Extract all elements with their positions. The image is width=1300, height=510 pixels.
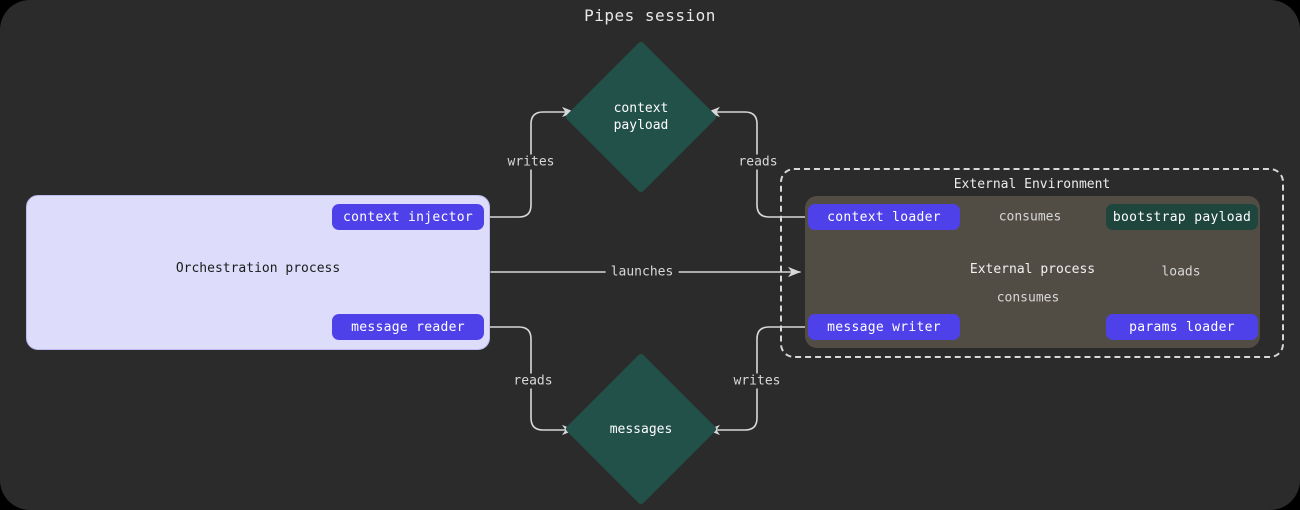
node-message-writer[interactable]: message writer: [808, 314, 960, 340]
node-context-injector[interactable]: context injector: [332, 204, 484, 230]
orchestration-process-label: Orchestration process: [175, 261, 341, 276]
node-context-loader[interactable]: context loader: [808, 204, 960, 230]
node-messages[interactable]: messages: [564, 352, 718, 506]
edge-label-launches: launches: [605, 264, 679, 280]
diamond-shape: [564, 352, 718, 506]
edge-label-consumes-writer: consumes: [991, 290, 1065, 306]
diamond-shape: [564, 40, 718, 194]
edge-label-loads-params: loads: [1156, 264, 1206, 280]
external-process-label: External process: [969, 262, 1096, 277]
node-params-loader[interactable]: params loader: [1106, 314, 1258, 340]
edge-label-writes-messages: writes: [728, 373, 786, 389]
edge-label-writes-context: writes: [502, 154, 560, 170]
page-title: Pipes session: [584, 6, 716, 25]
external-environment-container: External Environment: [780, 168, 1284, 358]
edge-label-reads-context: reads: [733, 154, 783, 170]
edge-label-reads-messages: reads: [508, 373, 558, 389]
edge-label-consumes-context: consumes: [993, 209, 1067, 225]
node-bootstrap-payload[interactable]: bootstrap payload: [1106, 204, 1258, 230]
node-message-reader[interactable]: message reader: [332, 314, 484, 340]
external-environment-label: External Environment: [953, 177, 1111, 192]
node-context-payload[interactable]: context payload: [564, 40, 718, 194]
